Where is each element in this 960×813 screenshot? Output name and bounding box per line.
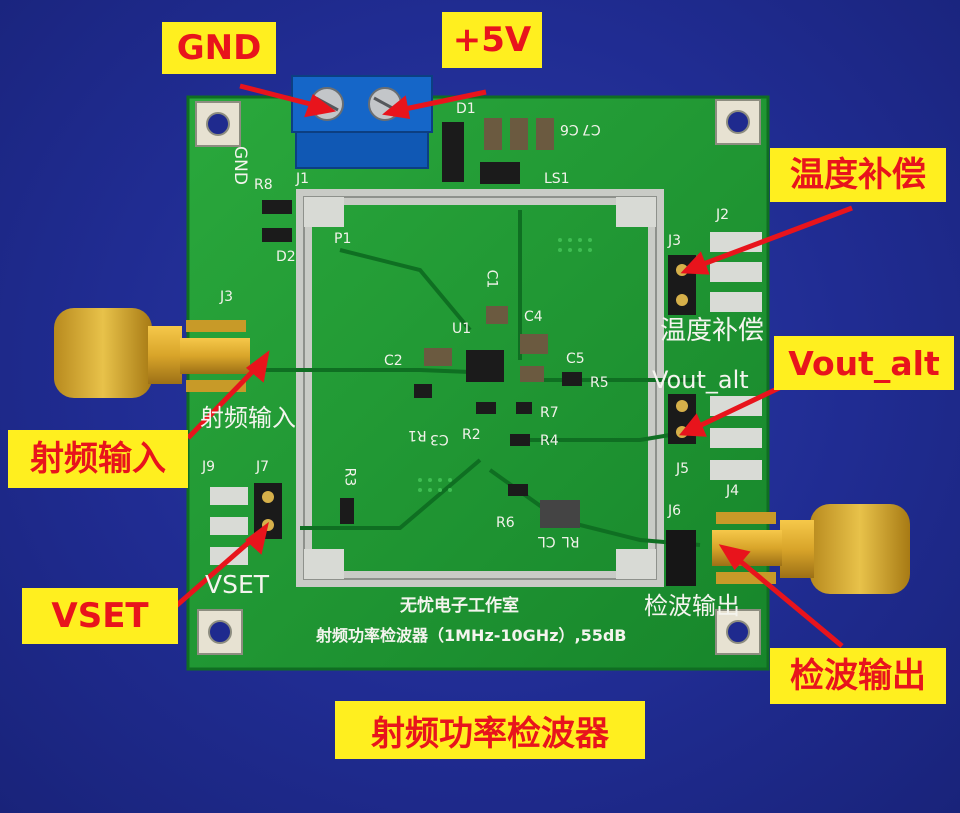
caption-title: 射频功率检波器 [335,701,645,759]
callout-temp-comp: 温度补偿 [770,148,946,202]
mounting-holes [195,99,761,655]
ref-r3: R3 [341,467,358,487]
ref-ls1: LS1 [544,171,570,187]
ref-c3: C3 [430,431,449,447]
callout-rf-in: 射频输入 [8,430,188,488]
ref-j3: J3 [668,233,682,249]
callout-vout-alt: Vout_alt [774,336,954,390]
ref-j2: J2 [716,207,730,223]
pads [210,232,762,565]
callout-arrows [174,83,853,648]
ref-j7: J7 [256,459,270,475]
rf-shield-frame [296,189,664,587]
ref-rl: RL [562,533,580,549]
silk-maker-label: 无忧电子工作室 [400,596,519,616]
ref-c6: C6 [560,121,579,137]
silk-vout-alt-label: Vout_alt [652,366,749,394]
ref-u1: U1 [452,321,472,337]
ref-r6: R6 [496,515,515,531]
silk-product-label: 射频功率检波器（1MHz-10GHz）,55dB [316,626,627,645]
callout-det-out: 检波输出 [770,648,946,704]
callout-vset: VSET [22,588,178,644]
ref-c7: C7 [582,121,601,137]
ref-j4: J4 [726,483,740,499]
ref-r1: R1 [408,427,427,443]
sma-connector-det-out [712,504,910,594]
ref-j5: J5 [676,461,690,477]
ref-j6: J6 [668,503,682,519]
ref-c5: C5 [566,351,585,367]
ref-d1: D1 [456,101,476,117]
ref-r8: R8 [254,177,273,193]
ref-j1: J1 [296,171,310,187]
ref-r5: R5 [590,375,609,391]
ref-p1: P1 [334,231,352,247]
sma-connector-rf-in [54,308,250,398]
callout-gnd: GND [162,22,276,74]
vias [418,238,592,492]
callout-5v: +5V [442,12,542,68]
silk-vset-label: VSET [205,570,270,599]
silk-det-out-label: 检波输出 [644,592,740,620]
silk-rf-in-label: 射频输入 [200,404,296,432]
ref-j9: J9 [202,459,216,475]
ref-j8: J3 [220,289,234,305]
ref-d2: D2 [276,249,296,265]
power-terminal-block [291,75,433,169]
ref-cl: CL [538,533,556,549]
ref-c1: C1 [483,269,500,289]
silk-gnd-label: GND [230,146,250,185]
ref-r7: R7 [540,405,559,421]
ref-c4: C4 [524,309,543,325]
ref-r4: R4 [540,433,559,449]
silk-temp-comp-label: 温度补偿 [660,316,765,346]
ref-c2: C2 [384,353,403,369]
smd-components [262,118,582,528]
ref-r2: R2 [462,427,481,443]
